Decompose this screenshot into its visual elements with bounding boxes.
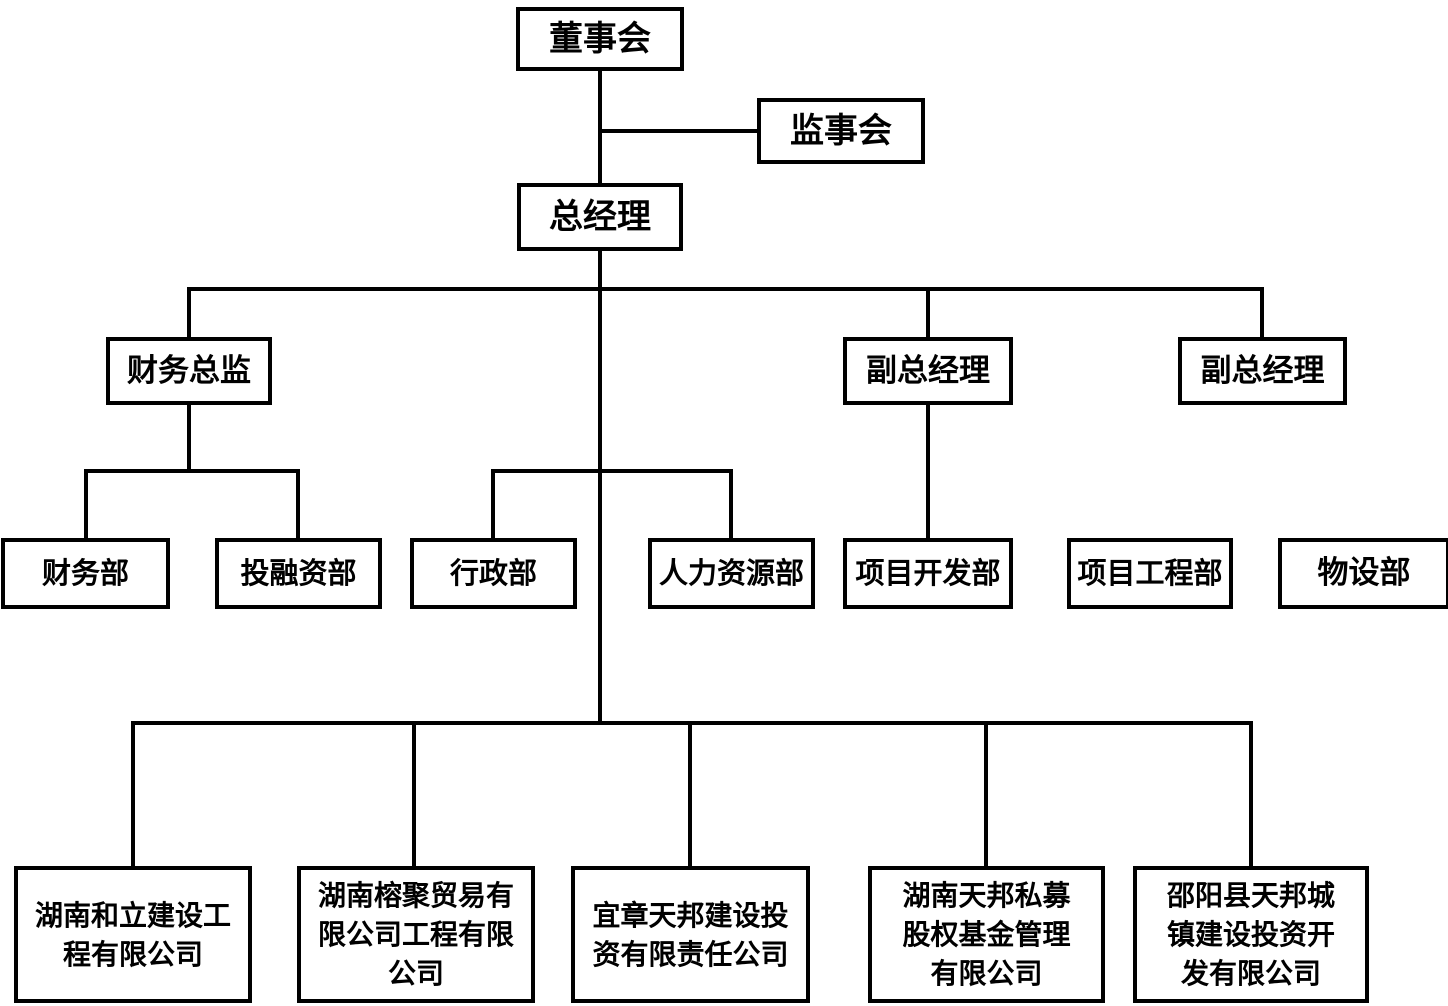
connector-drop-company-5	[1249, 721, 1253, 866]
connector-companies-horizontal	[131, 721, 1253, 725]
org-node-deputy-gm-2: 副总经理	[1178, 337, 1347, 405]
org-node-finance: 财务部	[1, 538, 170, 609]
org-node-project-dev: 项目开发部	[843, 538, 1013, 609]
org-node-deputy-gm-1: 副总经理	[843, 337, 1013, 405]
connector-gm-trunk	[598, 289, 602, 723]
connector-drop-deputy-gm-1	[926, 289, 930, 337]
connector-drop-deputy-gm-2	[1260, 289, 1264, 337]
org-node-cfo: 财务总监	[106, 337, 272, 405]
connector-admin-hr-horizontal	[491, 469, 733, 473]
connector-drop-finance	[84, 469, 88, 538]
connector-level3-horizontal	[187, 287, 1264, 291]
connector-board-to-gm	[598, 71, 602, 183]
connector-deputy1-to-project-dev	[926, 405, 930, 538]
connector-board-to-supervisory	[600, 129, 757, 133]
org-node-company-yizhang-tianbang: 宜章天邦建设投 资有限责任公司	[571, 866, 810, 1003]
connector-drop-cfo	[187, 289, 191, 337]
org-node-company-hunan-heli: 湖南和立建设工 程有限公司	[14, 866, 252, 1003]
connector-drop-company-3	[688, 723, 692, 866]
connector-drop-company-2	[412, 723, 416, 866]
connector-drop-company-1	[131, 723, 135, 866]
org-node-board: 董事会	[516, 7, 684, 71]
org-node-admin: 行政部	[410, 538, 577, 609]
connector-drop-hr	[729, 469, 733, 538]
org-node-materials: 物设部	[1278, 538, 1448, 609]
org-node-supervisory: 监事会	[757, 98, 925, 164]
org-node-company-hunan-tianbang-fund: 湖南天邦私募 股权基金管理 有限公司	[868, 866, 1105, 1003]
org-node-gm: 总经理	[517, 183, 683, 251]
connector-drop-admin	[491, 469, 495, 538]
connector-gm-down	[598, 251, 602, 289]
connector-cfo-horizontal	[84, 469, 300, 473]
org-node-company-hunan-rongju: 湖南榕聚贸易有 限公司工程有限 公司	[297, 866, 535, 1003]
connector-drop-company-4	[984, 723, 988, 866]
org-node-investment: 投融资部	[215, 538, 382, 609]
connector-cfo-down	[187, 405, 191, 471]
org-node-company-shaoyang-tianbang: 邵阳县天邦城 镇建设投资开 发有限公司	[1133, 866, 1369, 1003]
org-node-hr: 人力资源部	[648, 538, 815, 609]
connector-drop-investment	[296, 469, 300, 538]
org-node-project-eng: 项目工程部	[1067, 538, 1233, 609]
